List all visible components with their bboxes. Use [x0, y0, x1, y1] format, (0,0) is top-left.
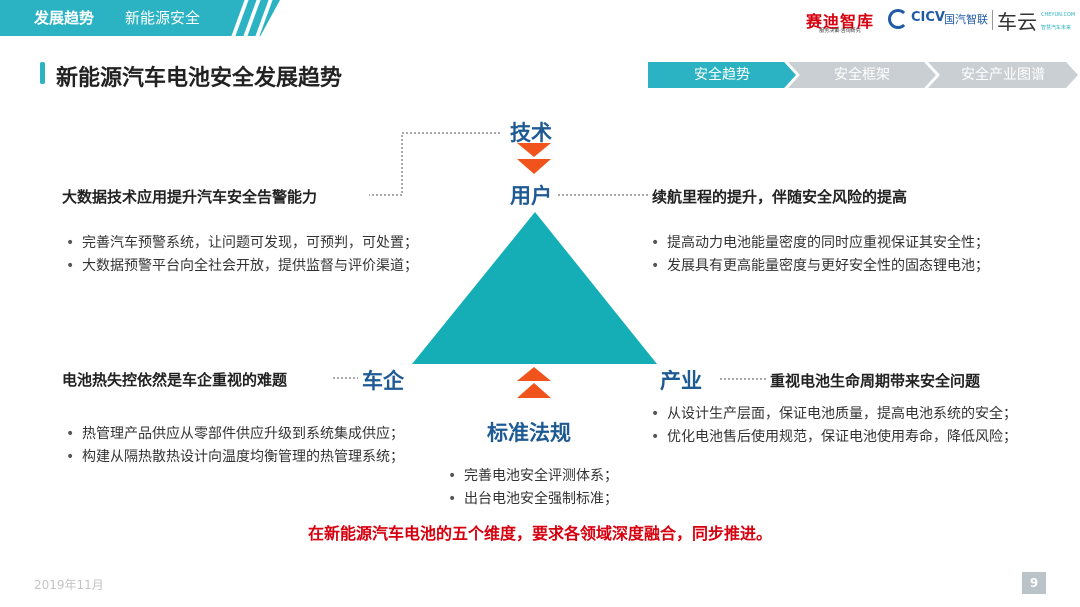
title-accent-bar — [40, 62, 45, 84]
list-item: 从设计生产层面，保证电池质量，提高电池系统的安全； — [651, 403, 1017, 426]
industry-bullets: 从设计生产层面，保证电池质量，提高电池系统的安全； 优化电池售后使用规范，保证电… — [651, 403, 1017, 449]
saidi-logo-subtitle: 服务决策·咨询研究 — [819, 28, 861, 34]
arrow-down-1 — [517, 143, 551, 157]
connector-tech — [369, 132, 500, 196]
automaker-heading: 电池热失控依然是车企重视的难题 — [62, 371, 288, 389]
industry-heading: 重视电池生命周期带来安全问题 — [770, 372, 981, 390]
page-title: 新能源汽车电池安全发展趋势 — [56, 66, 343, 91]
automaker-bullets: 热管理产品供应从零部件供应升级到系统集成供应； 构建从隔热散热设计向温度均衡管理… — [66, 423, 404, 469]
list-item: 热管理产品供应从零部件供应升级到系统集成供应； — [66, 423, 404, 446]
central-triangle — [412, 212, 657, 364]
saidi-logo: 赛迪智库 — [806, 12, 875, 31]
label-industry: 产业 — [660, 369, 702, 393]
header-band: 发展趋势 新能源安全 — [0, 0, 280, 36]
arrow-up-1 — [517, 367, 551, 381]
footer-date: 2019年11月 — [34, 578, 104, 592]
cheyun-logo-subtitle: 智慧汽车未来 — [1041, 25, 1072, 31]
arrow-down-2 — [517, 159, 551, 174]
user-heading: 续航里程的提升，伴随安全风险的提高 — [652, 188, 908, 206]
label-automaker: 车企 — [362, 369, 404, 393]
logo-divider — [992, 10, 993, 30]
tech-heading: 大数据技术应用提升汽车安全告警能力 — [62, 188, 318, 206]
list-item: 构建从隔热散热设计向温度均衡管理的热管理系统； — [66, 446, 404, 469]
nav-tab-industry-map[interactable]: 安全产业图谱 — [928, 62, 1078, 88]
label-standards: 标准法规 — [487, 421, 571, 445]
section-label: 发展趋势 — [34, 9, 95, 27]
tech-bullets: 完善汽车预警系统，让问题可发现，可预判，可处置； 大数据预警平台向全社会开放，提… — [66, 232, 418, 278]
arrow-up-2 — [517, 383, 551, 398]
standards-bullets: 完善电池安全评测体系； 出台电池安全强制标准； — [448, 465, 618, 511]
list-item: 大数据预警平台向全社会开放，提供监督与评价渠道； — [66, 255, 418, 278]
subsection-label: 新能源安全 — [125, 9, 201, 27]
user-bullets: 提高动力电池能量密度的同时应重视保证其安全性； 发展具有更高能量密度与更好安全性… — [651, 232, 989, 278]
cicv-logo-icon — [888, 9, 908, 29]
cicv-logo-cn: 国汽智联 — [944, 13, 988, 26]
nav-tab-safety-trend[interactable]: 安全趋势 — [648, 62, 796, 88]
page-number: 9 — [1022, 572, 1046, 594]
cheyun-logo-en: CHEYUN.COM — [1041, 12, 1076, 18]
cheyun-logo: 车云 — [997, 10, 1037, 34]
label-tech: 技术 — [510, 121, 552, 145]
list-item: 优化电池售后使用规范，保证电池使用寿命，降低风险； — [651, 426, 1017, 449]
list-item: 完善电池安全评测体系； — [448, 465, 618, 488]
list-item: 完善汽车预警系统，让问题可发现，可预判，可处置； — [66, 232, 418, 255]
nav-tab-safety-framework[interactable]: 安全框架 — [788, 62, 936, 88]
list-item: 提高动力电池能量密度的同时应重视保证其安全性； — [651, 232, 989, 255]
label-user: 用户 — [510, 184, 552, 208]
list-item: 发展具有更高能量密度与更好安全性的固态锂电池； — [651, 255, 989, 278]
cicv-logo: CICV — [911, 10, 945, 25]
conclusion-text: 在新能源汽车电池的五个维度，要求各领域深度融合，同步推进。 — [307, 524, 772, 543]
list-item: 出台电池安全强制标准； — [448, 488, 618, 511]
